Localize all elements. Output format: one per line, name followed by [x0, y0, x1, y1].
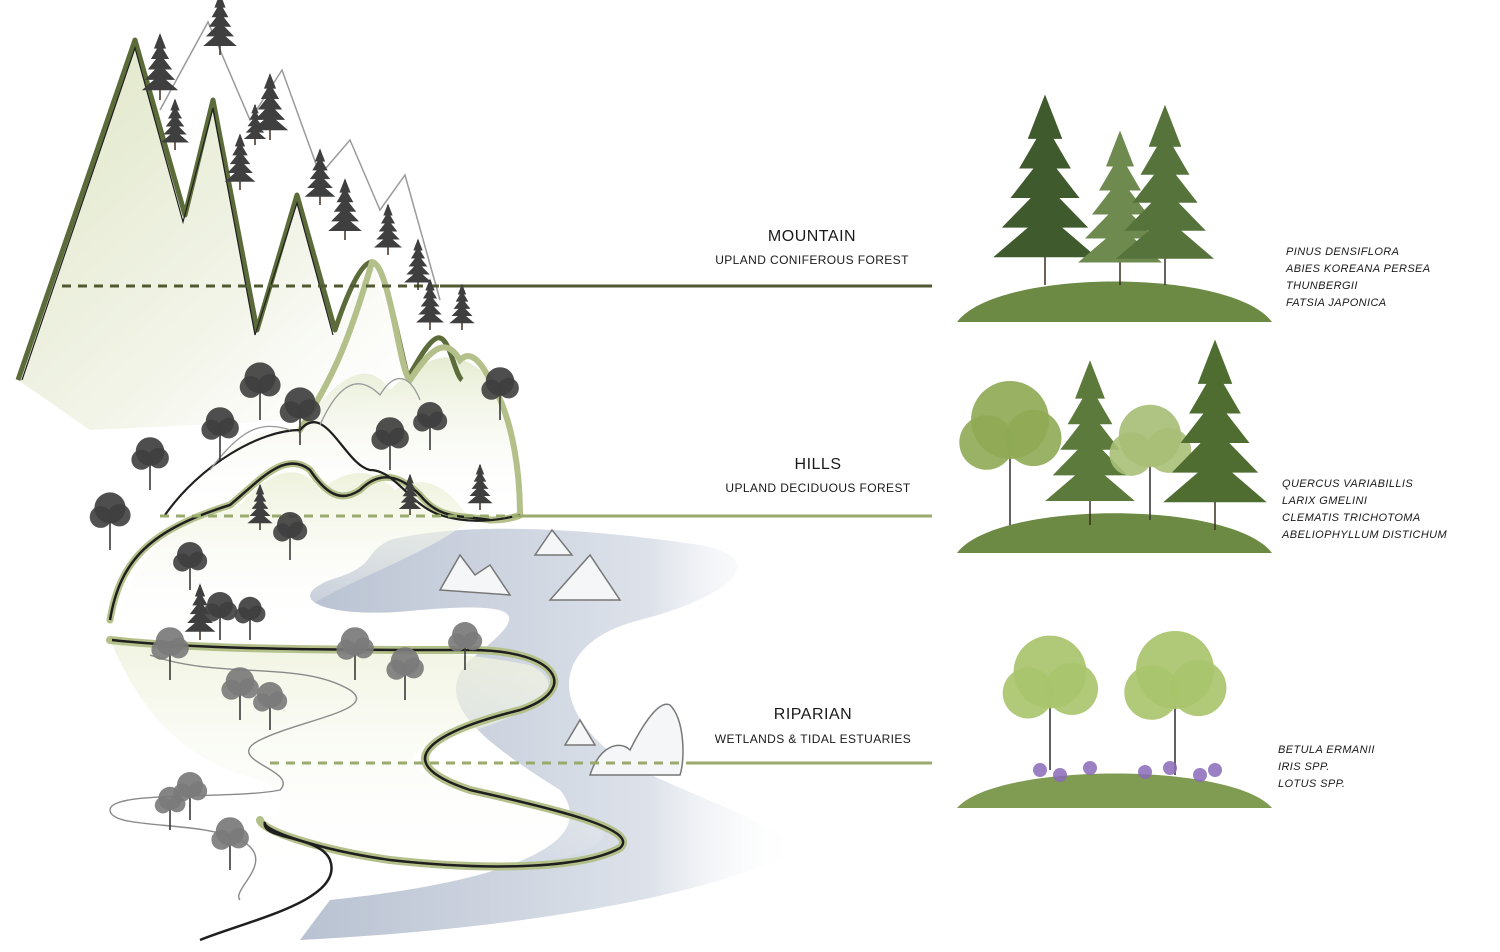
- species-name: CLEMATIS TRICHOTOMA: [1282, 512, 1421, 524]
- mountain-plant-vignette: [957, 94, 1272, 322]
- deciduous-tree-icon: [253, 682, 288, 730]
- deciduous-tree-icon: [221, 667, 259, 720]
- mountain-conifer-trees: [141, 0, 475, 330]
- conifer-tree-icon: [304, 148, 336, 205]
- deciduous-tree-icon: [1002, 635, 1099, 770]
- iris-flower-icon: [1033, 763, 1047, 777]
- iris-flower-icon: [1083, 761, 1097, 775]
- riverbank-lower-edge: [199, 821, 333, 942]
- iris-flower-icon: [1163, 761, 1177, 775]
- conifer-tree-icon: [243, 103, 267, 145]
- riverbank-fill: [110, 640, 604, 883]
- conifer-tree-icon: [1116, 104, 1214, 285]
- deciduous-tree-icon: [173, 772, 208, 820]
- riverbank-upper-edge-dark: [111, 638, 625, 868]
- water-peak-1: [548, 553, 622, 601]
- water-peak-4: [588, 703, 684, 776]
- ground-mound: [957, 513, 1272, 553]
- conifer-tree-icon: [993, 94, 1097, 285]
- hills-plant-vignette: [957, 339, 1272, 553]
- hill-fill-lower: [120, 472, 470, 638]
- conifer-tree-icon: [141, 33, 179, 100]
- conifer-tree-icon: [328, 178, 362, 240]
- deciduous-tree-icon: [173, 542, 208, 590]
- water-peak-3: [533, 528, 574, 556]
- conifer-tree-icon: [467, 463, 493, 510]
- ground-mound: [957, 281, 1272, 322]
- deciduous-tree-icon: [151, 627, 189, 680]
- deciduous-tree-icon: [336, 627, 374, 680]
- mountain-subtitle: UPLAND CONIFEROUS FOREST: [715, 253, 909, 267]
- hill-fill-upper: [165, 357, 520, 515]
- species-name: THUNBERGII: [1286, 280, 1358, 292]
- mountain-species-list: PINUS DENSIFLORA ABIES KOREANA PERSEA TH…: [1286, 244, 1431, 312]
- conifer-tree-icon: [184, 583, 216, 640]
- conifer-tree-icon: [404, 238, 432, 290]
- iris-flower-icon: [1193, 768, 1207, 782]
- riparian-title: RIPARIAN: [773, 706, 853, 723]
- deciduous-tree-icon: [371, 417, 409, 470]
- deciduous-tree-icon: [131, 437, 169, 490]
- species-name: LARIX GMELINI: [1282, 495, 1368, 507]
- conifer-tree-icon: [161, 98, 189, 150]
- species-name: LOTUS SPP.: [1278, 778, 1346, 790]
- deciduous-tree-icon: [203, 592, 238, 640]
- iris-flower-icon: [1053, 768, 1067, 782]
- hill-deciduous-trees: [89, 362, 519, 640]
- deciduous-tree-icon: [239, 362, 281, 420]
- species-name: PINUS DENSIFLORA: [1286, 246, 1400, 258]
- deciduous-tree-icon: [413, 402, 448, 450]
- conifer-tree-icon: [1163, 339, 1267, 530]
- riparian-plant-vignette: [957, 631, 1272, 808]
- deciduous-tree-icon: [481, 367, 519, 420]
- species-name: QUERCUS VARIABILLIS: [1282, 478, 1414, 490]
- hill-outline-upper-dark: [164, 421, 521, 522]
- deciduous-tree-icon: [273, 512, 308, 560]
- hills-species-list: QUERCUS VARIABILLIS LARIX GMELINI CLEMAT…: [1282, 476, 1447, 544]
- iris-flower-icon: [1138, 765, 1152, 779]
- water-peak-5: [563, 718, 597, 746]
- hill-outline-lower-dark: [108, 462, 491, 621]
- riverbank-trees: [151, 622, 483, 870]
- conifer-tree-icon: [449, 283, 475, 330]
- deciduous-tree-icon: [201, 407, 239, 460]
- conifer-tree-icon: [247, 483, 273, 530]
- conifer-tree-icon: [251, 73, 289, 140]
- conifer-tree-icon: [416, 278, 444, 330]
- deciduous-tree-icon: [386, 647, 424, 700]
- deciduous-tree-icon: [154, 786, 186, 830]
- water-peak-2: [438, 553, 512, 596]
- species-name: IRIS SPP.: [1278, 761, 1330, 773]
- mountain-title: MOUNTAIN: [767, 228, 857, 245]
- species-name: BETULA ERMANII: [1278, 744, 1375, 756]
- deciduous-tree-icon: [279, 387, 321, 445]
- species-name: FATSIA JAPONICA: [1286, 297, 1387, 309]
- deciduous-tree-icon: [1109, 404, 1192, 520]
- species-name: ABIES KOREANA PERSEA: [1286, 263, 1431, 275]
- deciduous-tree-icon: [234, 596, 266, 640]
- conifer-tree-icon: [203, 0, 237, 55]
- conifer-tree-icon: [398, 473, 422, 515]
- deciduous-tree-icon: [959, 381, 1062, 525]
- conifer-tree-icon: [374, 203, 402, 255]
- conifer-tree-icon: [224, 133, 256, 190]
- river-water: [300, 528, 800, 940]
- deciduous-tree-icon: [448, 622, 483, 670]
- conifer-tree-icon: [1045, 360, 1135, 525]
- deciduous-tree-icon: [89, 492, 131, 550]
- ground-mound: [957, 773, 1272, 808]
- riparian-subtitle: WETLANDS & TIDAL ESTUARIES: [714, 732, 912, 746]
- deciduous-tree-icon: [211, 817, 249, 870]
- iris-flower-icon: [1208, 763, 1222, 777]
- deciduous-tree-icon: [1124, 631, 1227, 775]
- riparian-species-list: BETULA ERMANII IRIS SPP. LOTUS SPP.: [1278, 742, 1375, 793]
- hills-title: HILLS: [794, 456, 842, 473]
- hills-subtitle: UPLAND DECIDUOUS FOREST: [725, 481, 911, 495]
- species-name: ABELIOPHYLLUM DISTICHUM: [1282, 529, 1448, 541]
- mountain-outline-inner: [21, 45, 334, 381]
